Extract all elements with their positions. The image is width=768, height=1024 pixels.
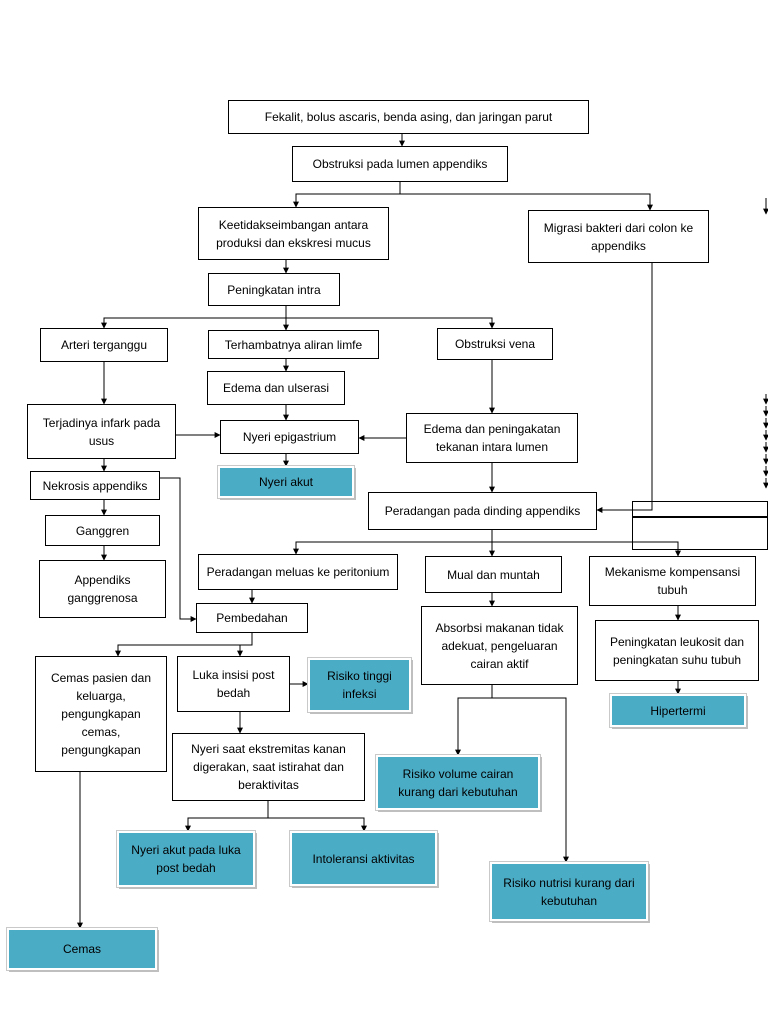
node-nyeri-ekstremitas: Nyeri saat ekstremitas kanan digerakan, … bbox=[172, 733, 365, 801]
diagnosis-risiko-volume: Risiko volume cairan kurang dari kebutuh… bbox=[376, 755, 540, 810]
node-luka-insisi: Luka insisi post bedah bbox=[177, 656, 290, 712]
arrow-peradangan-split bbox=[293, 530, 493, 555]
node-edema-ulserasi: Edema dan ulserasi bbox=[207, 371, 345, 405]
node-infark-usus: Terjadinya infark pada usus bbox=[27, 404, 176, 459]
node-obstruksi-vena: Obstruksi vena bbox=[437, 328, 553, 360]
arrow-peradangan-kompensasi bbox=[492, 541, 681, 557]
diagnosis-nyeri-akut-luka: Nyeri akut pada luka post bedah bbox=[117, 831, 255, 887]
arrow-intra-arteri bbox=[101, 306, 287, 329]
diagnosis-cemas: Cemas bbox=[7, 928, 157, 970]
node-obstruksi-lumen: Obstruksi pada lumen appendiks bbox=[292, 146, 508, 182]
empty-box-lower bbox=[632, 517, 768, 550]
empty-box-upper bbox=[632, 501, 768, 517]
node-nyeri-epigastrium: Nyeri epigastrium bbox=[220, 420, 359, 454]
arrow-absorbsi-volume bbox=[455, 685, 493, 756]
arrow-nyeri-intoleransi bbox=[268, 817, 367, 832]
node-ganggren: Ganggren bbox=[45, 515, 160, 546]
diagnosis-risiko-infeksi: Risiko tinggi infeksi bbox=[308, 658, 411, 712]
node-arteri-terganggu: Arteri terganggu bbox=[40, 328, 168, 362]
node-mekanisme-kompensasi: Mekanisme kompensansi tubuh bbox=[589, 556, 756, 606]
diagnosis-risiko-nutrisi: Risiko nutrisi kurang dari kebutuhan bbox=[490, 862, 648, 921]
node-nekrosis: Nekrosis appendiks bbox=[30, 471, 160, 500]
node-peningkatan-intra: Peningkatan intra bbox=[208, 273, 340, 306]
node-absorbsi: Absorbsi makanan tidak adekuat, pengelua… bbox=[421, 606, 578, 685]
node-peradangan-peritonium: Peradangan meluas ke peritonium bbox=[198, 554, 398, 590]
arrow-nyeri-split bbox=[185, 801, 269, 832]
arrow-absorbsi-nutrisi bbox=[492, 697, 569, 863]
arrow-obstruksi-migrasi bbox=[400, 193, 653, 211]
diagnosis-hipertermi: Hipertermi bbox=[610, 694, 746, 727]
node-terhambatnya-limfe: Terhambatnya aliran limfe bbox=[208, 330, 379, 359]
node-appendiks-ganggrenosa: Appendiks ganggrenosa bbox=[39, 560, 166, 618]
arrow-pembedahan-cemas bbox=[115, 633, 253, 657]
arrow-migrasi-peradangan bbox=[596, 263, 653, 513]
node-pembedahan: Pembedahan bbox=[196, 603, 308, 633]
diagnosis-nyeri-akut: Nyeri akut bbox=[218, 466, 354, 498]
node-edema-tekanan: Edema dan peningakatan tekanan intara lu… bbox=[406, 413, 578, 463]
arrow-intra-vena bbox=[286, 317, 495, 329]
node-peradangan-dinding: Peradangan pada dinding appendiks bbox=[368, 492, 597, 530]
diagnosis-intoleransi: Intoleransi aktivitas bbox=[290, 831, 437, 886]
node-cemas-pasien: Cemas pasien dan keluarga, pengungkapan … bbox=[35, 656, 167, 772]
node-mual-muntah: Mual dan muntah bbox=[425, 556, 562, 593]
node-peningkatan-leukosit: Peningkatan leukosit dan peningkatan suh… bbox=[595, 620, 759, 681]
node-fekalit: Fekalit, bolus ascaris, benda asing, dan… bbox=[228, 100, 589, 134]
arrow-nekrosis-pembedahan bbox=[160, 477, 197, 622]
node-migrasi-bakteri: Migrasi bakteri dari colon ke appendiks bbox=[528, 210, 709, 263]
arrow-obstruksi-split bbox=[293, 182, 401, 208]
node-ketidakseimbangan: Keetidakseimbangan antara produksi dan e… bbox=[198, 207, 389, 260]
